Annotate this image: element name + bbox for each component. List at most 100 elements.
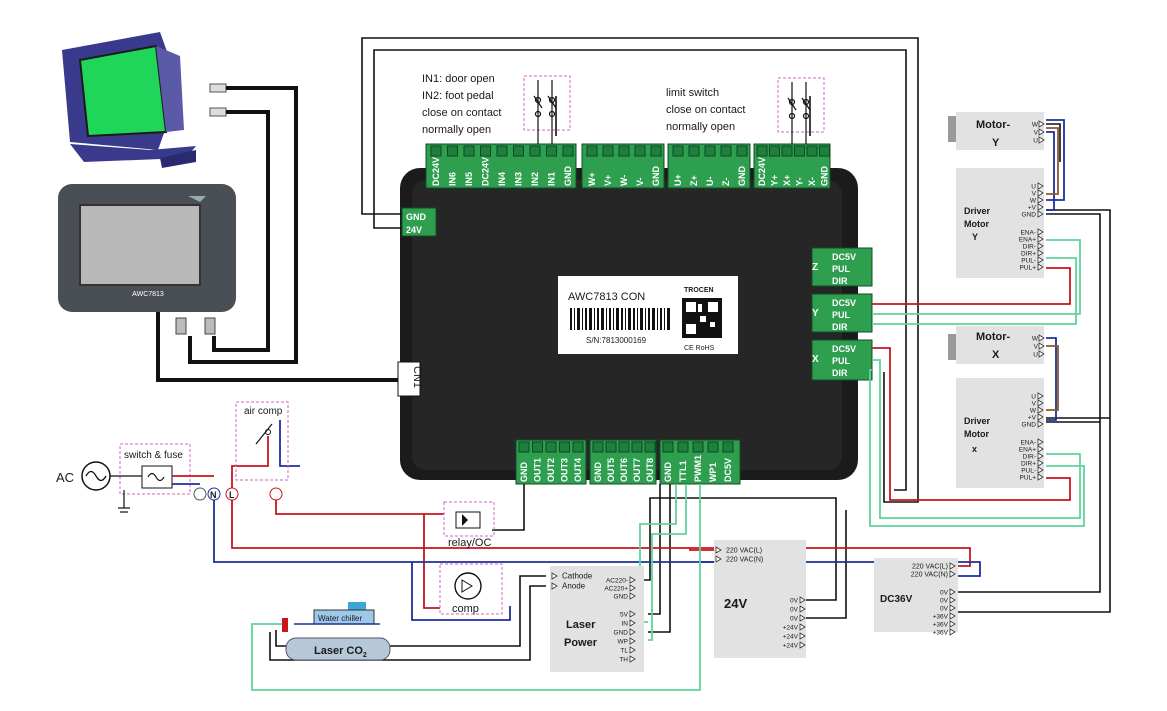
- hmi-panel: AWC7813: [58, 184, 236, 335]
- pin-label: PUL-: [1021, 258, 1036, 265]
- pin-label: 5V: [620, 612, 629, 619]
- pin-tab: [799, 641, 806, 649]
- axis-pin-label: DC5V: [832, 298, 856, 308]
- terminal-pin-label: V-: [635, 177, 645, 186]
- pin-label: U: [1031, 394, 1036, 401]
- pin-tab: [1037, 182, 1044, 190]
- wires-black: [156, 86, 398, 382]
- terminal-pin-label: GND: [563, 166, 573, 187]
- pin-label: +36V: [933, 630, 949, 637]
- driver-x-title-2: Motor: [964, 429, 989, 439]
- axis-pin-label: DC5V: [832, 252, 856, 262]
- motor-y-axis: Y: [992, 137, 1000, 149]
- terminal-pin-label: OUT8: [645, 458, 655, 482]
- terminal-screw: [720, 145, 732, 157]
- terminal-pin-label: OUT4: [573, 458, 583, 482]
- note-input-2: IN2: foot pedal: [422, 90, 494, 102]
- serial-label: S/N:7813000169: [586, 336, 647, 345]
- terminal-screw: [692, 441, 704, 453]
- driver-x-body: [956, 378, 1044, 488]
- terminal-screw: [463, 145, 475, 157]
- terminal-screw: [532, 441, 543, 453]
- limit-switch-box: [777, 77, 825, 133]
- terminal-pin-label: DC5V: [723, 458, 733, 482]
- psu-36v-title: DC36V: [880, 594, 913, 605]
- terminal-screw: [618, 145, 630, 157]
- driver-x-title-3: x: [972, 444, 977, 454]
- terminal-pin-label: IN5: [464, 172, 474, 186]
- pin-tab: [1038, 128, 1045, 136]
- driver-x-title-1: Driver: [964, 416, 991, 426]
- terminal-screw: [496, 145, 508, 157]
- tube-body: [285, 637, 391, 661]
- wires-blue: [213, 119, 1065, 621]
- driver-y-body: [956, 168, 1044, 278]
- terminal-pin-label: DC24V: [481, 157, 491, 186]
- pin-tab: [949, 588, 956, 596]
- pin-tab: [799, 596, 806, 604]
- laser-power-title-2: Power: [564, 637, 598, 649]
- terminal-pin-label: DC24V: [431, 157, 441, 186]
- axis-pin-label: DIR: [832, 368, 848, 378]
- hmi-logo-icon: [188, 196, 206, 202]
- terminal-screw: [644, 441, 656, 453]
- pin-tab: [1038, 136, 1045, 144]
- pin-label: 0V: [940, 598, 949, 605]
- pin-label: IN: [622, 621, 629, 628]
- pin-label: +36V: [933, 622, 949, 629]
- line-terminal: [225, 487, 239, 501]
- terminal-pin-label: PWM1: [693, 455, 703, 482]
- note-input-3: close on contact: [422, 107, 502, 119]
- water-chiller: Water chiller: [313, 602, 375, 625]
- wires-brown: [1046, 127, 1059, 411]
- pin-label: PUL-: [1021, 468, 1036, 475]
- pin-label: 220 VAC(L): [912, 564, 948, 571]
- axis-pin-label: DIR: [832, 322, 848, 332]
- note-input-4: normally open: [422, 124, 491, 136]
- pin-tab: [799, 605, 806, 613]
- pin-label: ENA-: [1020, 230, 1036, 237]
- pin-tab: [1037, 256, 1044, 264]
- terminal-pin-label: WP1: [708, 462, 718, 482]
- pin-tab: [1037, 438, 1044, 446]
- air-comp-box: [235, 401, 289, 481]
- terminal-pin-label: GND: [593, 462, 603, 483]
- terminal-screw: [513, 145, 524, 157]
- pin-tab: [799, 614, 806, 622]
- pin-tab: [1037, 459, 1044, 467]
- terminal-pin-label: OUT6: [619, 458, 629, 482]
- terminal-pin-label: GND: [651, 166, 661, 187]
- terminal-screw: [781, 145, 793, 157]
- pin-label: ENA+: [1019, 237, 1036, 244]
- pin-tab: [1037, 413, 1044, 421]
- input-notes: IN1: door open IN2: foot pedal close on …: [422, 73, 571, 144]
- ac-input: AC switch & fuse N L: [56, 443, 239, 513]
- terminal-screw: [707, 441, 719, 453]
- terminal-screw: [819, 145, 830, 157]
- pump-icon: [454, 572, 482, 600]
- laser-power-title-1: Laser: [566, 619, 596, 631]
- axis-pin-label: PUL: [832, 264, 851, 274]
- pin-label: V: [1032, 191, 1037, 198]
- terminal-screw: [677, 441, 689, 453]
- terminal-pin-label: OUT5: [606, 458, 616, 482]
- usb-plug-bottom: [209, 107, 227, 117]
- terminal-pin-label: X-: [807, 177, 817, 186]
- terminal-pin-label: GND: [519, 462, 529, 483]
- note-limit-2: close on contact: [666, 104, 746, 116]
- driver-y-title-2: Motor: [964, 219, 989, 229]
- terminal-screw: [545, 441, 557, 453]
- hmi-label: AWC7813: [132, 291, 164, 298]
- barcode: [570, 308, 670, 330]
- pin-tab: [1037, 399, 1044, 407]
- terminal-pin-label: OUT2: [546, 458, 556, 482]
- pin-tab: [1037, 263, 1044, 271]
- terminal-screw: [672, 145, 684, 157]
- pin-label: +V: [1028, 415, 1037, 422]
- pin-tab: [629, 584, 636, 592]
- terminal-pin-label: Y-: [795, 177, 805, 186]
- terminal-pin-label: IN3: [514, 172, 524, 186]
- pin-label: 220 VAC(N): [726, 557, 763, 564]
- laser-power-body: [550, 566, 644, 672]
